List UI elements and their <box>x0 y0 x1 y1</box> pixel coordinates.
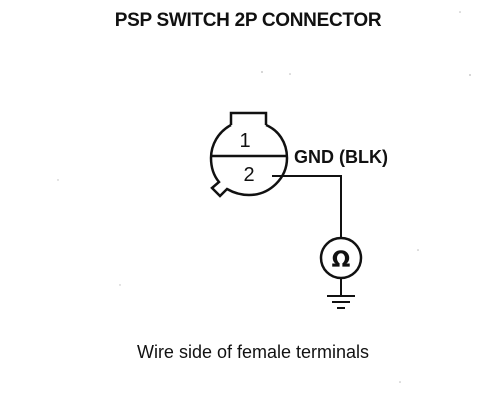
terminal-2-label: 2 <box>243 164 254 186</box>
scan-noise <box>57 11 471 383</box>
ohmmeter: Ω <box>319 236 363 280</box>
ohm-symbol: Ω <box>332 248 351 273</box>
diagram-caption: Wire side of female terminals <box>136 342 370 362</box>
connector <box>209 111 289 198</box>
connector-housing <box>209 123 289 198</box>
test-wire <box>272 175 342 238</box>
wire-label: GND (BLK) <box>294 147 388 167</box>
diagram-title: PSP SWITCH 2P CONNECTOR <box>114 10 382 31</box>
connector-lock-tab <box>229 111 268 125</box>
terminal-1-label: 1 <box>239 130 250 152</box>
ground-icon <box>327 295 355 309</box>
